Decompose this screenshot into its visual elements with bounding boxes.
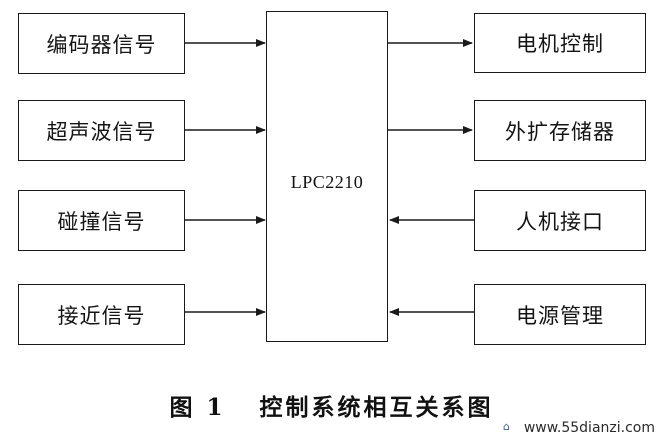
watermark-text: www.55dianzi.com bbox=[523, 420, 655, 436]
external-memory-block: 外扩存储器 bbox=[474, 100, 646, 161]
encoder-signal-block: 编码器信号 bbox=[18, 13, 185, 74]
ultrasonic-signal-block: 超声波信号 bbox=[18, 100, 185, 161]
lpc2210-label: LPC2210 bbox=[290, 172, 364, 192]
lpc2210-block: LPC2210 bbox=[266, 11, 388, 342]
figure-title: 控制系统相互关系图 bbox=[259, 394, 494, 421]
watermark-logo-icon: ⌂ bbox=[503, 420, 510, 433]
figure-number: 图 1 bbox=[169, 394, 226, 421]
proximity-signal-block: 接近信号 bbox=[18, 284, 185, 345]
motor-control-block: 电机控制 bbox=[474, 13, 646, 73]
hmi-block: 人机接口 bbox=[474, 190, 646, 251]
power-management-block: 电源管理 bbox=[474, 284, 646, 345]
collision-signal-block: 碰撞信号 bbox=[18, 190, 185, 251]
figure-caption: 图 1 控制系统相互关系图 bbox=[0, 388, 663, 422]
